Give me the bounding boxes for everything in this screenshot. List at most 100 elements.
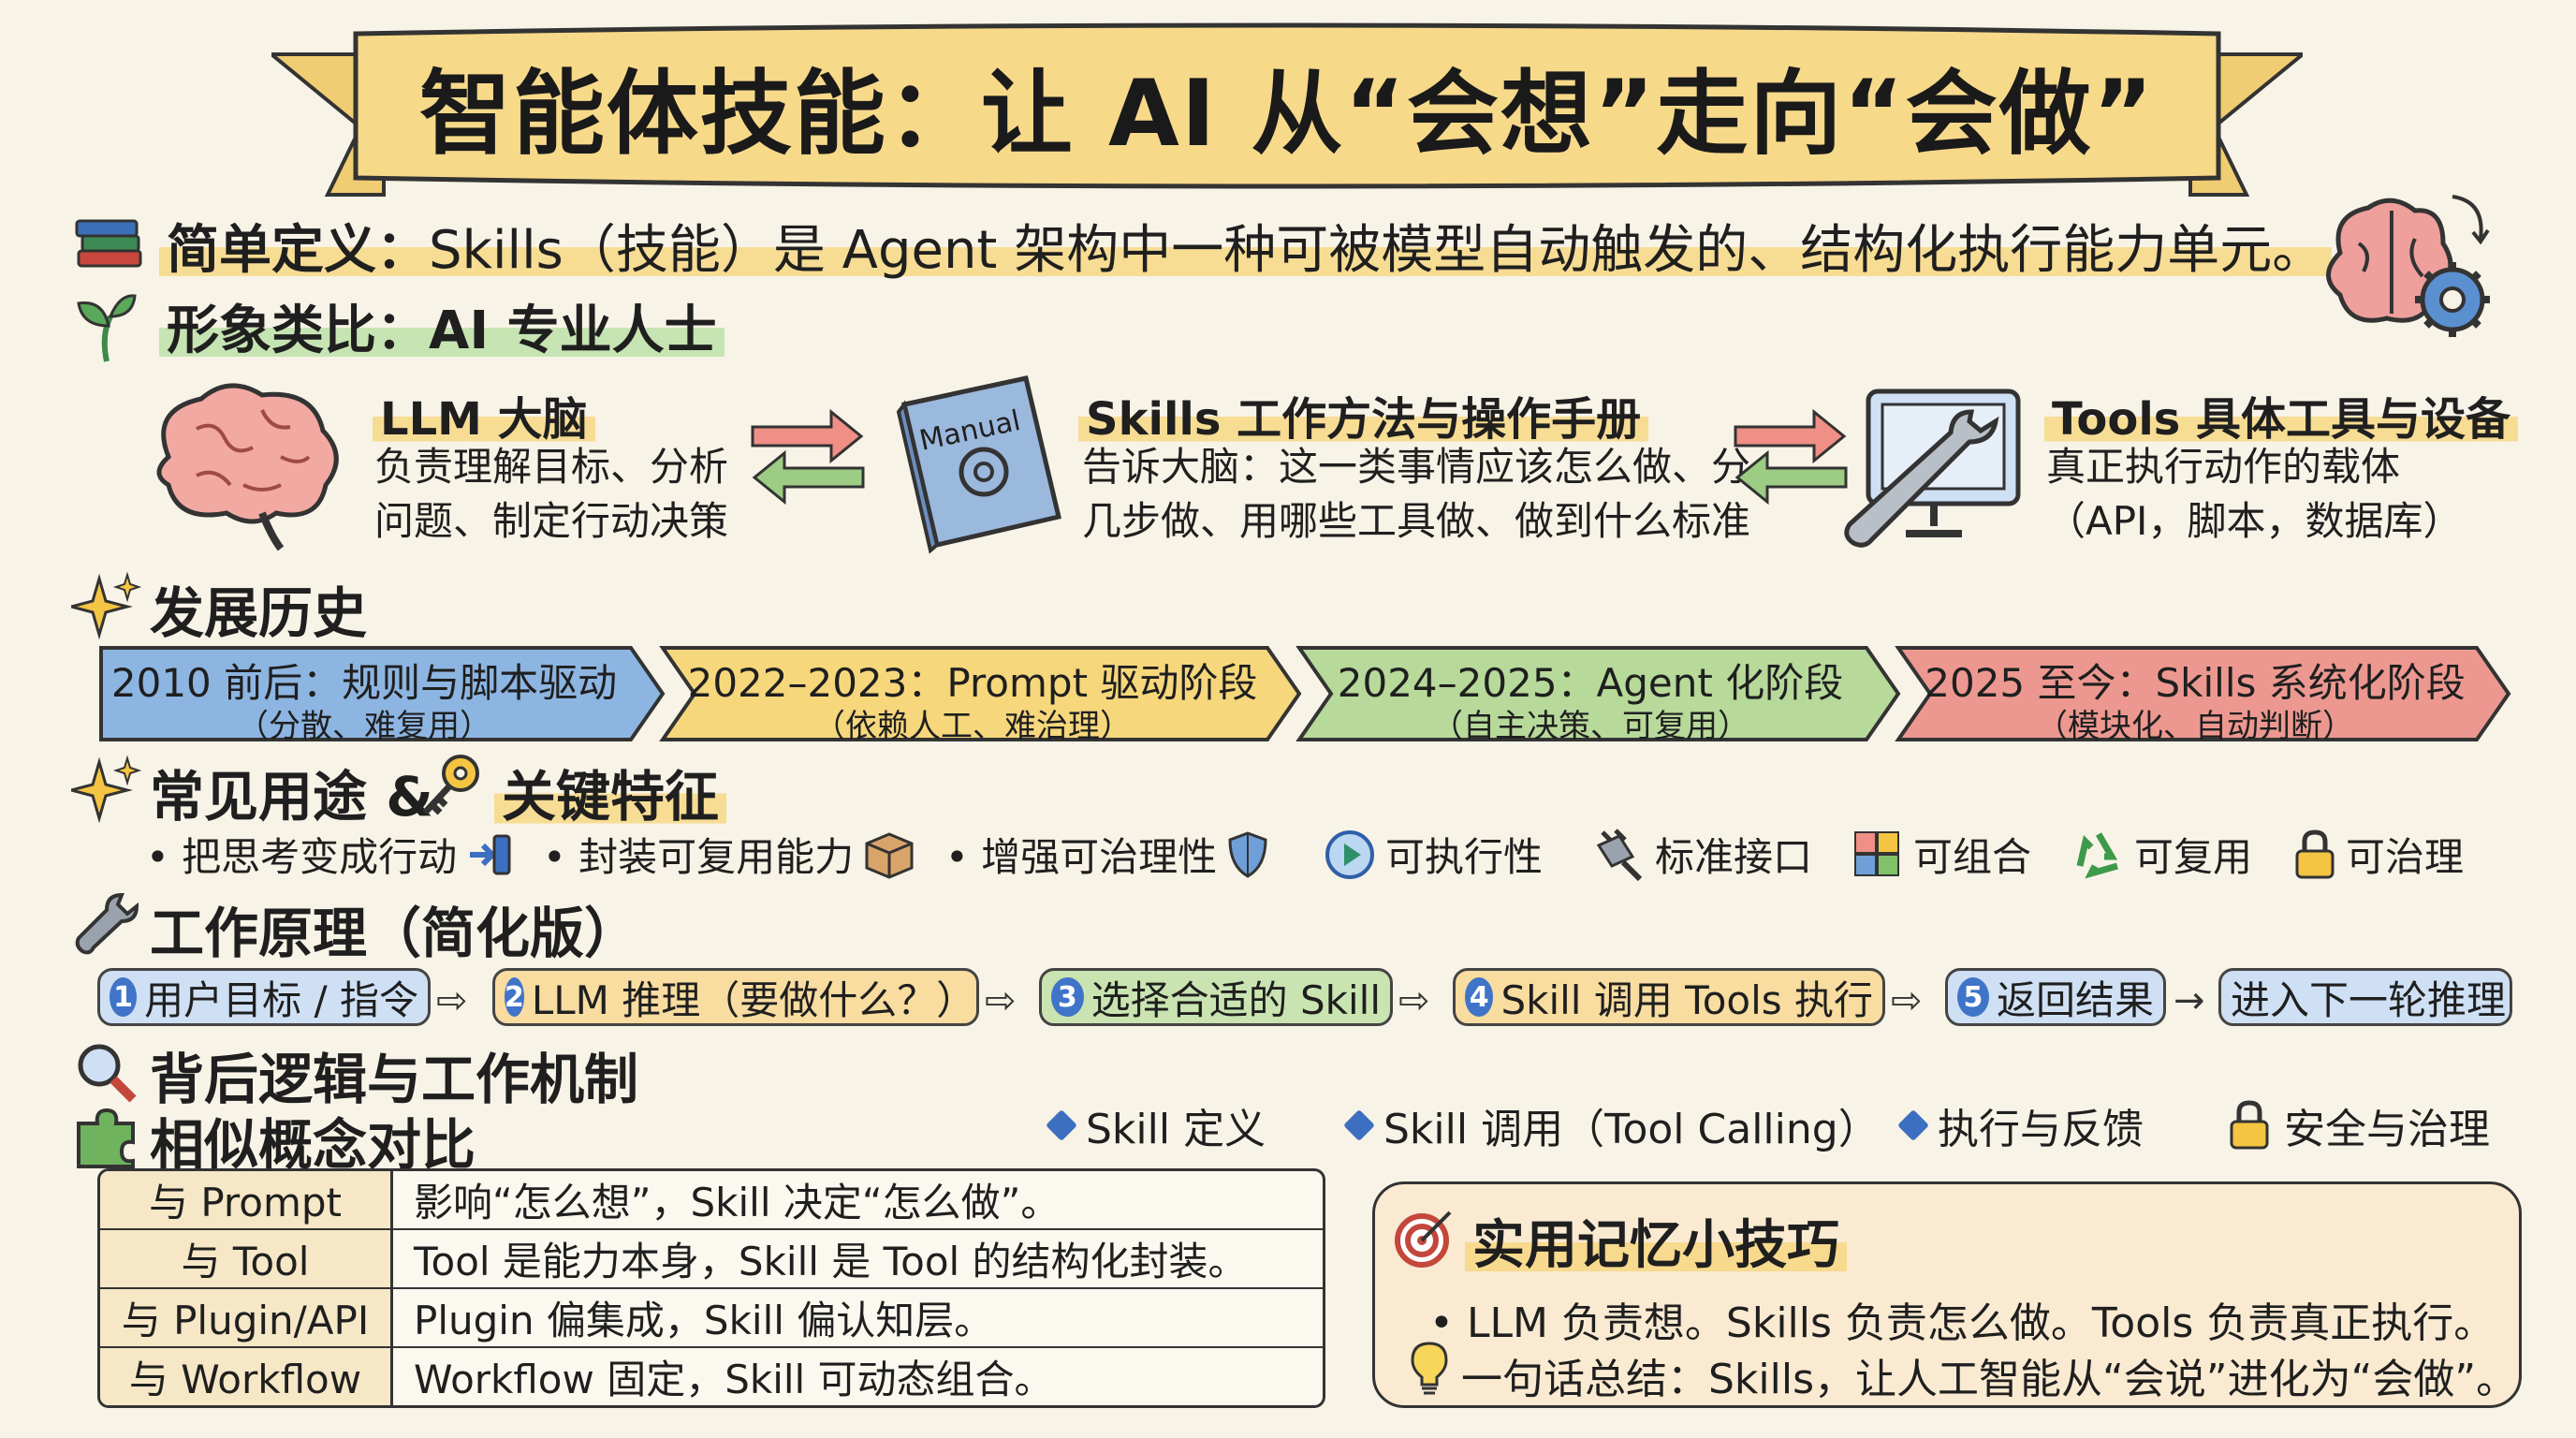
flow-step-2-num: 2 [505, 977, 524, 1017]
diamond-icon [1343, 1109, 1375, 1141]
timeline-stage-2: 2022–2023：Prompt 驱动阶段 （依赖人工、难治理） [659, 644, 1303, 745]
features-heading: 关键特征 [494, 765, 727, 829]
sprout-icon [77, 294, 137, 362]
diamond-icon [1046, 1109, 1077, 1141]
sparkle-icon [71, 755, 142, 824]
logic-item-2-label: Skill 调用（Tool Calling） [1383, 1106, 1880, 1153]
analogy-llm-title: LLM 大脑 [373, 393, 595, 446]
flow-step-2: 2 LLM 推理（要做什么？） [492, 968, 979, 1026]
flow-step-1-num: 1 [110, 977, 138, 1017]
table-row: 与 Workflow Workflow 固定，Skill 可动态组合。 [100, 1348, 1323, 1405]
table-row: 与 Tool Tool 是能力本身，Skill 是 Tool 的结构化封装。 [100, 1230, 1323, 1289]
principle-heading: 工作原理（简化版） [150, 902, 639, 965]
analogy-llm-desc-1: 负责理解目标、分析 [374, 444, 729, 490]
compare-value: Plugin 偏集成，Skill 偏认知层。 [393, 1289, 1323, 1348]
lightbulb-icon [1411, 1342, 1448, 1395]
plug-icon [1596, 828, 1643, 881]
timeline-stage-3-title: 2024–2025：Agent 化阶段 [1337, 660, 1844, 706]
analogy-tools-desc-1: 真正执行动作的载体 [2046, 444, 2401, 490]
flow-step-5-label: 返回结果 [1996, 976, 2154, 1023]
use-item-2-label: • 封装可复用能力 [543, 834, 855, 880]
books-icon [75, 219, 142, 268]
logic-item-3: 执行与反馈 [1897, 1095, 2144, 1155]
use-item-1-label: • 把思考变成行动 [146, 834, 458, 880]
manual-book-icon: Manual [896, 375, 1062, 554]
magnifier-icon [78, 1044, 137, 1103]
play-icon [1325, 829, 1374, 879]
wrench-monitor-icon [1844, 389, 2021, 548]
wrench-icon [75, 892, 139, 955]
compare-key: 与 Plugin/API [100, 1289, 393, 1348]
lock-icon [2230, 1100, 2269, 1150]
compare-key: 与 Workflow [100, 1348, 393, 1405]
flow-arrow-icon: ⇨ [1398, 979, 1430, 1022]
feature-reusable-label: 可复用 [2134, 834, 2253, 880]
compare-key: 与 Tool [100, 1230, 393, 1289]
logic-item-1-label: Skill 定义 [1086, 1106, 1266, 1153]
title-banner [271, 22, 2303, 197]
analogy-text: AI 专业人士 [429, 301, 717, 361]
table-row: 与 Plugin/API Plugin 偏集成，Skill 偏认知层。 [100, 1289, 1323, 1348]
flow-step-1-label: 用户目标 / 指令 [144, 976, 418, 1023]
analogy-tools-title: Tools 具体工具与设备 [2044, 393, 2519, 446]
use-item-1: • 把思考变成行动 [146, 826, 513, 883]
brain-gear-icon [2326, 195, 2490, 337]
compare-value: Tool 是能力本身，Skill 是 Tool 的结构化封装。 [393, 1230, 1323, 1289]
logic-heading: 背后逻辑与工作机制 [150, 1048, 639, 1111]
timeline-stage-1-sub: （分散、难复用） [237, 708, 491, 745]
shield-icon [1228, 830, 1267, 878]
logic-item-4: 安全与治理 [2228, 1095, 2490, 1155]
lock-icon [2295, 829, 2334, 878]
flow-step-6: 进入下一轮推理 [2218, 968, 2512, 1026]
feature-reusable: 可复用 [2072, 826, 2252, 883]
flow-arrow-icon: → [2174, 979, 2205, 1022]
key-icon [422, 755, 479, 815]
flow-arrow-icon: ⇨ [985, 979, 1017, 1022]
flow-step-3-label: 选择合适的 Skill [1090, 976, 1381, 1023]
timeline-stage-2-title: 2022–2023：Prompt 驱动阶段 [687, 660, 1258, 706]
timeline-stage-4-sub: （模块化、自动判断） [2036, 708, 2354, 745]
logic-item-4-label: 安全与治理 [2284, 1106, 2490, 1153]
use-item-3: • 增强可治理性 [945, 826, 1269, 883]
feature-governable: 可治理 [2293, 826, 2464, 883]
tips-heading: 实用记忆小技巧 [1465, 1215, 1847, 1276]
feature-executable: 可执行性 [1324, 826, 1543, 883]
uses-heading: 常见用途 & [150, 765, 433, 829]
timeline-stage-1-title: 2010 前后：规则与脚本驱动 [110, 660, 618, 706]
tips-box: 实用记忆小技巧 • LLM 负责想。Skills 负责怎么做。Tools 负责真… [1372, 1181, 2522, 1408]
flow-step-6-label: 进入下一轮推理 [2231, 976, 2507, 1023]
flow-step-4-num: 4 [1465, 977, 1494, 1017]
analogy-skills-desc-1: 告诉大脑：这一类事情应该怎么做、分 [1082, 444, 1751, 490]
timeline-stage-3-sub: （自主决策、可复用） [1431, 708, 1749, 745]
timeline-stage-4-title: 2025 至今：Skills 系统化阶段 [1925, 660, 2466, 706]
brain-icon [156, 383, 339, 550]
table-row: 与 Prompt 影响“怎么想”，Skill 决定“怎么做”。 [100, 1171, 1323, 1230]
flow-arrow-icon: ⇨ [436, 979, 468, 1022]
feature-composable: 可组合 [1852, 826, 2031, 883]
flow-step-3-num: 3 [1051, 977, 1084, 1017]
package-icon [865, 831, 914, 879]
page-title: 智能体技能：让 AI 从“会想”走向“会做” [418, 61, 2156, 168]
compare-table: 与 Prompt 影响“怎么想”，Skill 决定“怎么做”。 与 Tool T… [97, 1168, 1325, 1408]
timeline-stage-1: 2010 前后：规则与脚本驱动 （分散、难复用） [97, 644, 666, 745]
flow-step-4-label: Skill 调用 Tools 执行 [1500, 976, 1873, 1023]
tips-line-1: • LLM 负责想。Skills 负责怎么做。Tools 负责真正执行。 [1429, 1299, 2496, 1347]
use-item-3-label: • 增强可治理性 [945, 834, 1218, 880]
compare-value: 影响“怎么想”，Skill 决定“怎么做”。 [393, 1171, 1323, 1230]
use-item-2: • 封装可复用能力 [543, 826, 915, 883]
flow-step-5-num: 5 [1957, 977, 1989, 1017]
definition-text: Skills（技能）是 Agent 架构中一种可被模型自动触发的、结构化执行能力… [429, 220, 2325, 281]
feature-interface: 标准接口 [1591, 826, 1812, 883]
analogy-skills-desc-2: 几步做、用哪些工具做、做到什么标准 [1082, 498, 1751, 544]
analogy-label: 形象类比： [167, 301, 429, 361]
login-icon [470, 834, 511, 874]
history-heading: 发展历史 [150, 581, 368, 645]
flow-step-1: 1 用户目标 / 指令 [97, 968, 431, 1026]
tips-line-2: 一句话总结：Skills，让人工智能从“会说”进化为“会做”。 [1461, 1356, 2518, 1403]
flow-step-4: 4 Skill 调用 Tools 执行 [1453, 968, 1885, 1026]
feature-interface-label: 标准接口 [1655, 834, 1813, 880]
puzzle-icon [77, 1108, 135, 1168]
timeline-stage-2-sub: （依赖人工、难治理） [813, 708, 1132, 745]
exchange-arrows-icon [751, 408, 865, 506]
feature-composable-label: 可组合 [1913, 834, 2032, 880]
